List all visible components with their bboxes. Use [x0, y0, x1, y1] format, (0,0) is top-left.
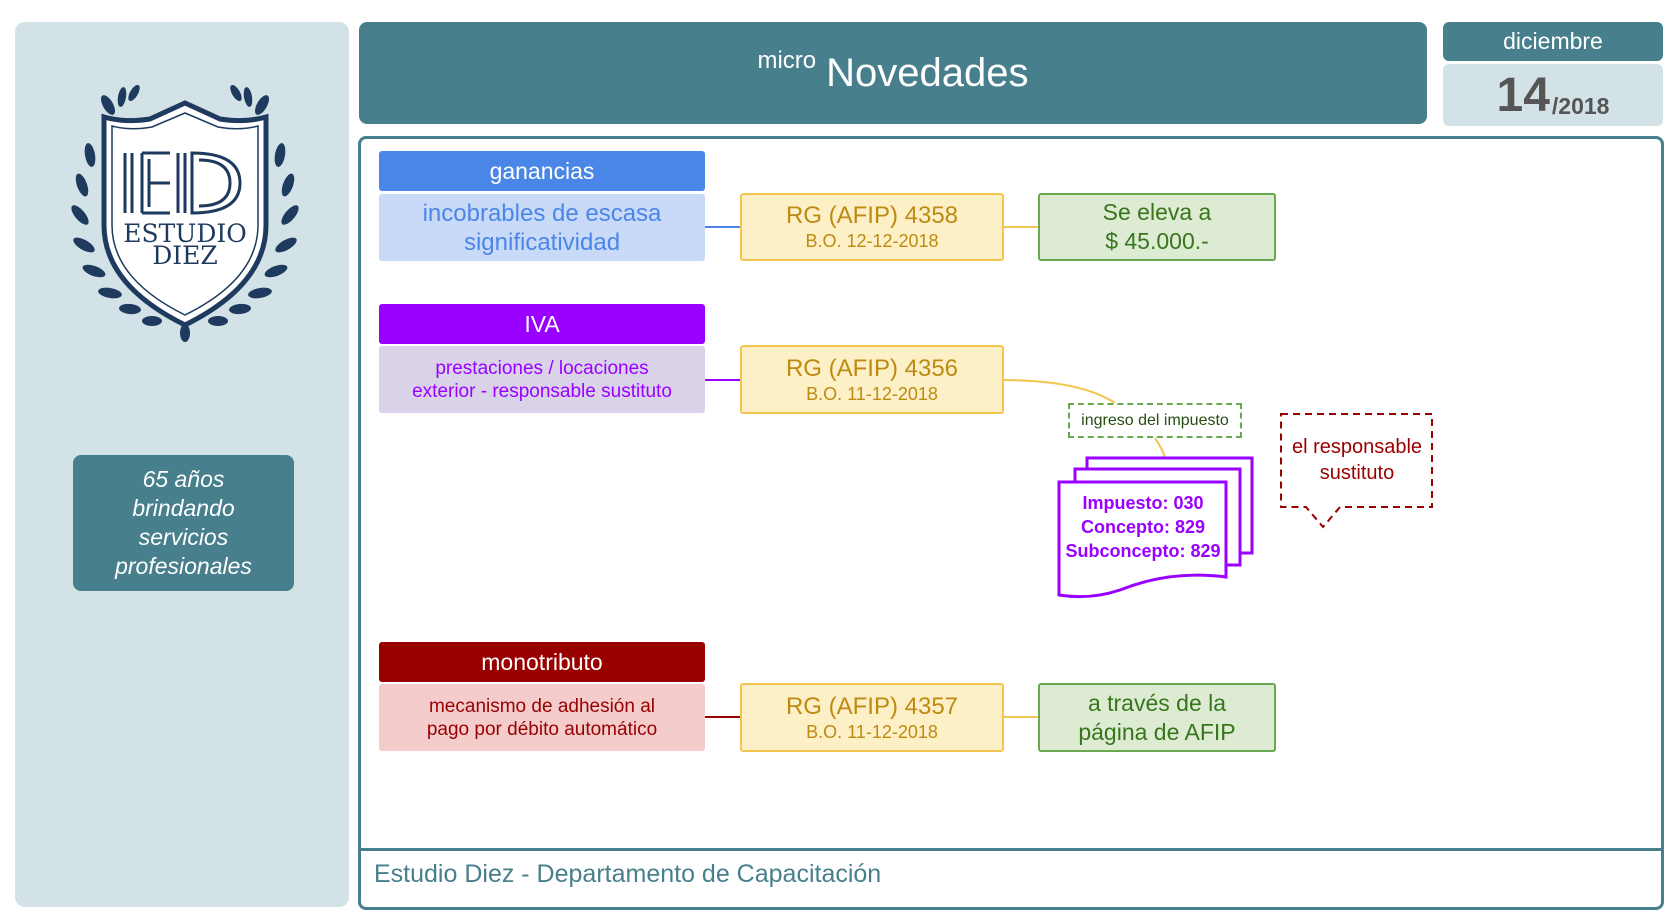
date-year: /2018 [1551, 93, 1610, 119]
doc-line-subconcepto: Subconcepto: 829 [1065, 541, 1221, 561]
tagline-line: servicios [138, 524, 229, 550]
connector-curve [1001, 379, 1116, 404]
description-monotributo: mecanismo de adhesión al pago por débito… [379, 684, 705, 751]
rg-title: RG (AFIP) 4357 [785, 692, 959, 720]
branch-label-ingreso: ingreso del impuesto [1068, 403, 1242, 438]
tagline-line: brindando [132, 495, 235, 521]
result-line: página de AFIP [1078, 718, 1236, 745]
description-iva: prestaciones / locaciones exterior - res… [379, 346, 705, 413]
logo-line1: ESTUDIO [123, 219, 247, 248]
result-line: $ 45.000.- [1105, 228, 1209, 254]
tagline-line: profesionales [115, 553, 252, 579]
callout-bubble [1280, 413, 1433, 529]
description-line: exterior - responsable sustituto [412, 380, 672, 402]
callout-line: el responsable [1291, 436, 1423, 458]
rg-bulletin-date: B.O. 12-12-2018 [805, 231, 939, 251]
estudio-diez-logo: ESTUDIO DIEZ [70, 84, 300, 355]
rg-title: RG (AFIP) 4358 [785, 202, 959, 229]
logo-line2: DIEZ [152, 241, 218, 270]
result-line: Se eleva a [1102, 199, 1212, 225]
doc-line-concepto: Concepto: 829 [1080, 517, 1206, 537]
rg-bulletin-date: B.O. 11-12-2018 [806, 383, 938, 404]
description-line: incobrables de escasa [422, 199, 662, 227]
callout-responsable: el responsable sustituto [1283, 434, 1431, 486]
tagline-box: 65 años brindando servicios profesionale… [73, 455, 294, 591]
tagline-line: 65 años [142, 466, 225, 492]
description-line: pago por débito automático [426, 718, 658, 740]
footer-text: Estudio Diez - Departamento de Capacitac… [374, 860, 882, 888]
page-title: Novedades [826, 50, 1029, 95]
description-line: mecanismo de adhesión al [428, 695, 656, 717]
header-prefix: micro [757, 47, 817, 74]
result-ganancias: Se eleva a $ 45.000.- [1038, 193, 1276, 261]
document-lines: Impuesto: 030 Concepto: 829 Subconcepto:… [1062, 491, 1224, 563]
doc-line-impuesto: Impuesto: 030 [1082, 493, 1204, 513]
content-panel [358, 136, 1664, 910]
result-line: a través de la [1087, 689, 1227, 716]
document-stack-icon [1057, 456, 1254, 599]
page-header: micro Novedades [359, 22, 1427, 124]
result-monotributo: a través de la página de AFIP [1038, 683, 1276, 752]
description-ganancias: incobrables de escasa significatividad [379, 194, 705, 261]
date-month: diciembre [1443, 22, 1663, 61]
date-day-box: 14 /2018 [1443, 64, 1663, 126]
category-iva: IVA [379, 304, 705, 344]
logo-text: ESTUDIO DIEZ [70, 219, 300, 270]
description-line: significatividad [463, 228, 621, 256]
date-day: 14 [1496, 69, 1550, 122]
rg-bulletin-date: B.O. 11-12-2018 [806, 721, 938, 742]
rg-4358-box: RG (AFIP) 4358 B.O. 12-12-2018 [740, 193, 1004, 261]
description-line: prestaciones / locaciones [435, 357, 649, 379]
callout-line: sustituto [1319, 462, 1395, 484]
rg-title: RG (AFIP) 4356 [785, 354, 959, 382]
rg-4356-box: RG (AFIP) 4356 B.O. 11-12-2018 [740, 345, 1004, 414]
category-ganancias: ganancias [379, 151, 705, 191]
footer-divider [358, 848, 1664, 851]
rg-4357-box: RG (AFIP) 4357 B.O. 11-12-2018 [740, 683, 1004, 752]
shield-emblem-icon [71, 84, 299, 342]
category-monotributo: monotributo [379, 642, 705, 682]
